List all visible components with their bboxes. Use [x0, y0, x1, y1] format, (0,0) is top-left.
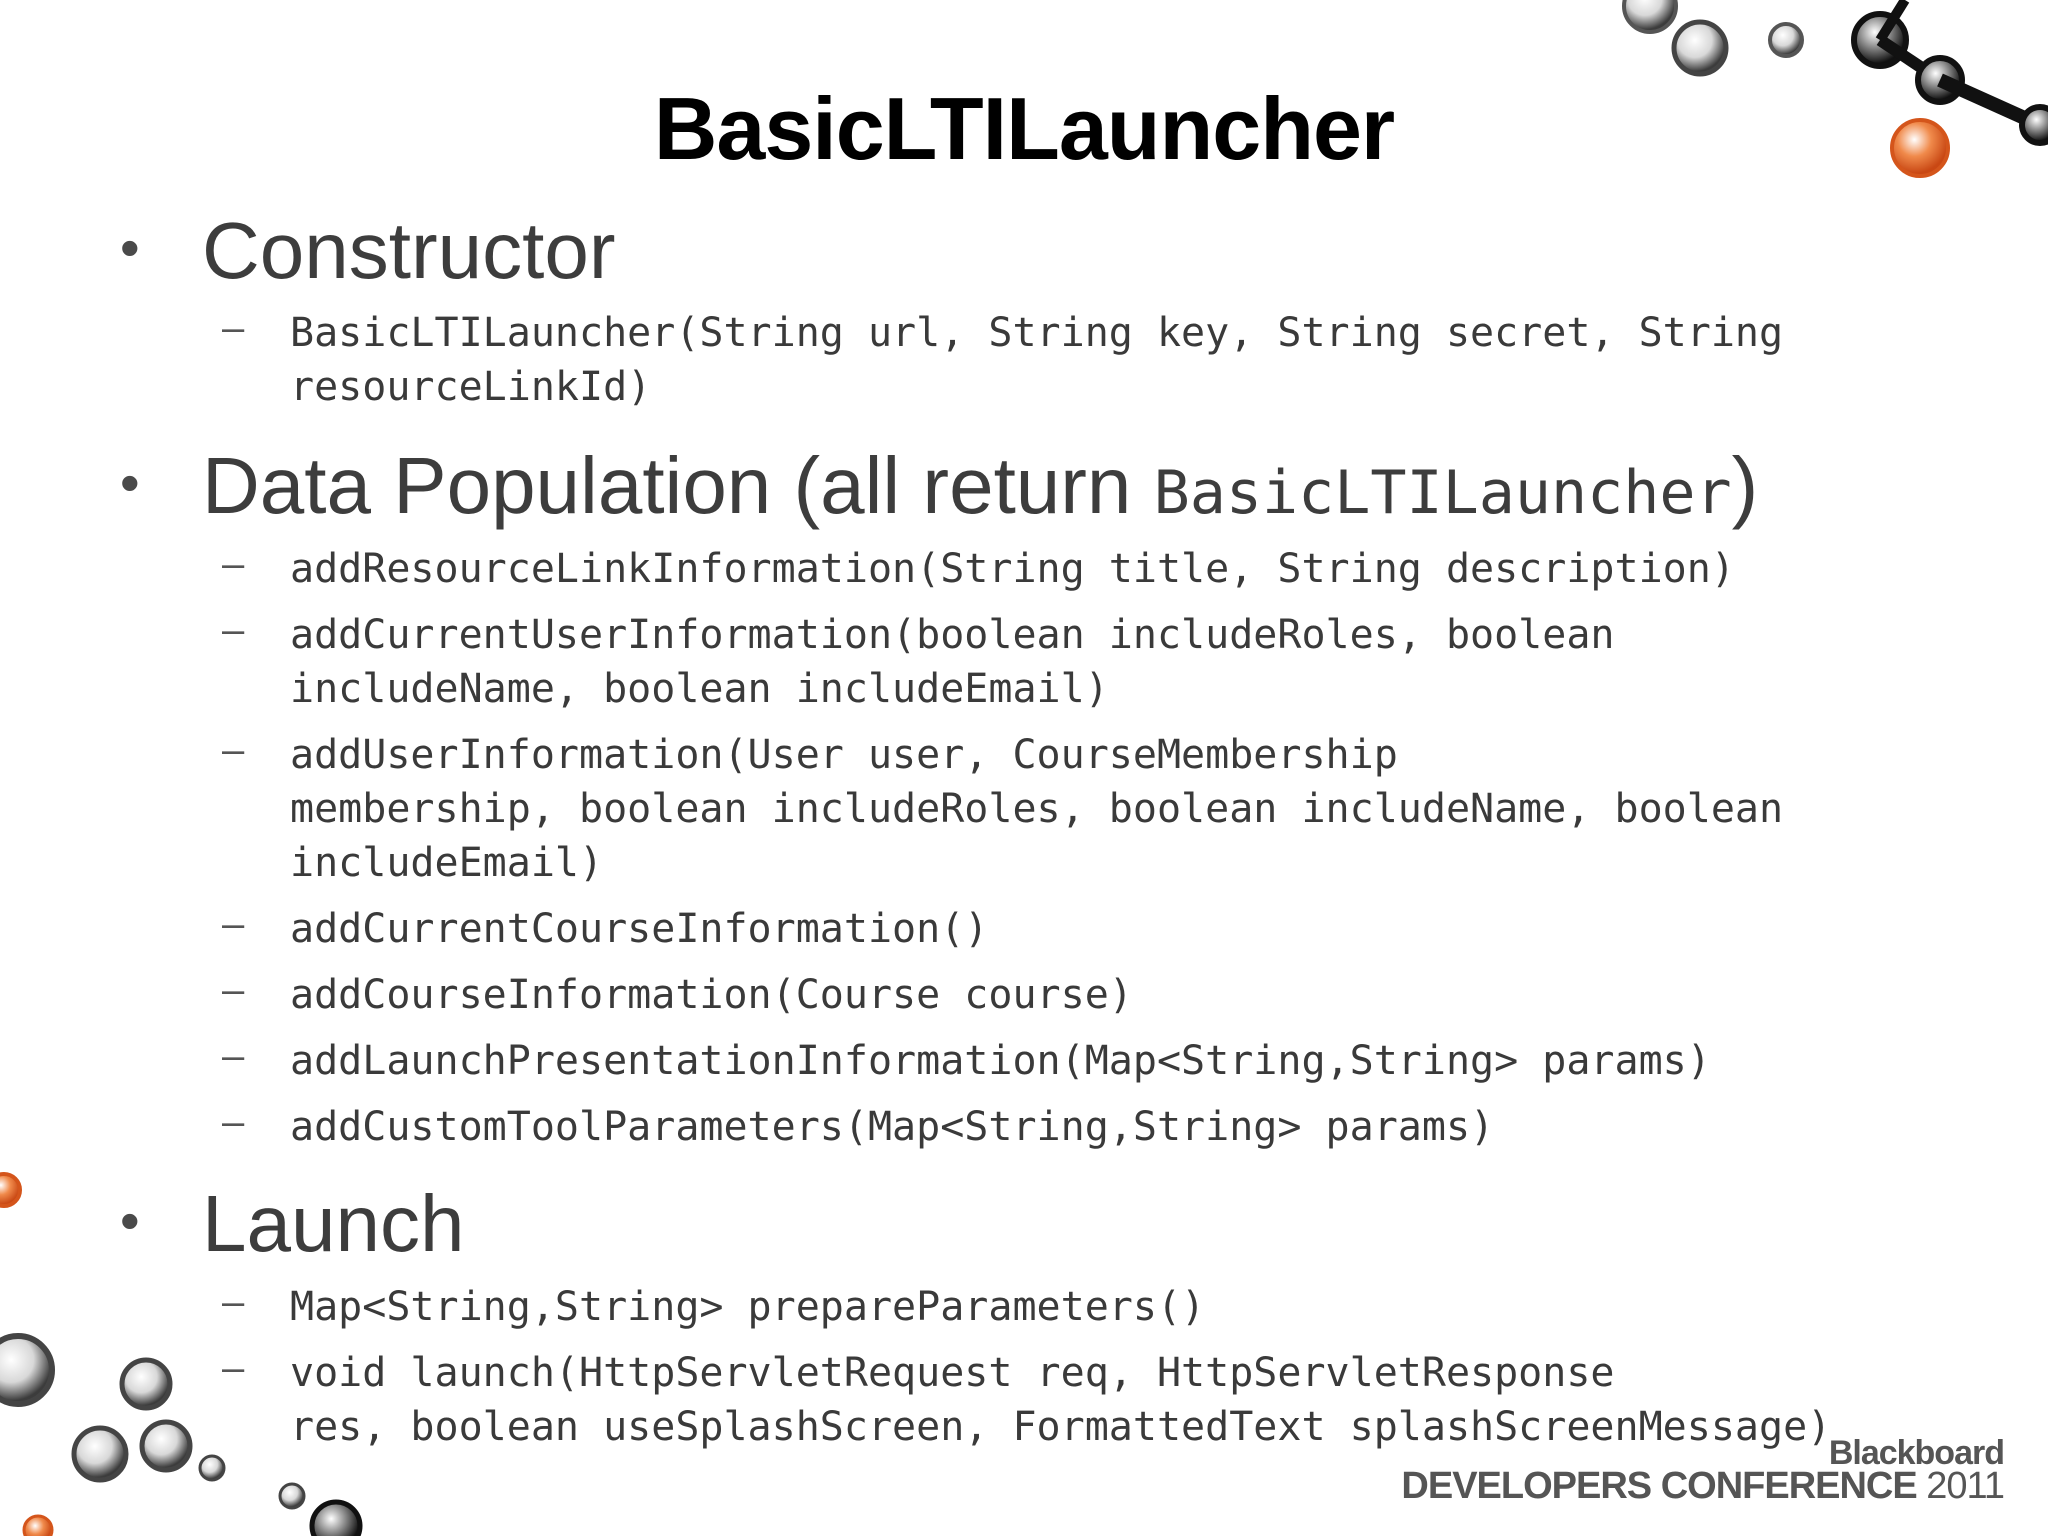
code-signature: addCurrentUserInformation(boolean includ… — [290, 612, 1615, 712]
section-heading: Data Population (all return BasicLTILaun… — [202, 441, 1759, 530]
bottom-left-bubbles — [0, 1172, 363, 1536]
dash-icon: – — [222, 608, 245, 652]
dash-icon: – — [222, 542, 245, 586]
code-signature: addLaunchPresentationInformation(Map<Str… — [290, 1038, 1711, 1084]
code-signature: addCustomToolParameters(Map<String,Strin… — [290, 1104, 1495, 1150]
dash-icon: – — [222, 1034, 245, 1078]
conference-logo: Blackboard DEVELOPERS CONFERENCE 2011 — [1401, 1434, 2005, 1508]
dash-icon: – — [222, 306, 245, 350]
bullet-icon: • — [120, 216, 140, 279]
code-signature: addCurrentCourseInformation() — [290, 906, 989, 952]
bullet-icon: • — [120, 451, 140, 514]
dash-icon: – — [222, 968, 245, 1012]
dash-icon: – — [222, 1280, 245, 1324]
dash-icon: – — [222, 1100, 245, 1144]
slide-title: BasicLTILauncher — [653, 79, 1395, 178]
section-heading: Constructor — [202, 206, 616, 295]
bullet-icon: • — [120, 1189, 140, 1252]
brand-name: Blackboard — [1828, 1434, 2005, 1472]
dash-icon: – — [222, 1346, 245, 1390]
code-signature: addUserInformation(User user, CourseMemb… — [290, 732, 1784, 886]
code-signature: addCourseInformation(Course course) — [290, 972, 1133, 1018]
dash-icon: – — [222, 728, 245, 772]
dash-icon: – — [222, 902, 245, 946]
top-right-bubbles — [1622, 0, 2048, 178]
section-heading: Launch — [202, 1179, 465, 1268]
code-signature: BasicLTILauncher(String url, String key,… — [290, 310, 1784, 410]
brand-event: DEVELOPERS CONFERENCE 2011 — [1401, 1465, 2005, 1507]
code-signature: void launch(HttpServletRequest req, Http… — [290, 1350, 1832, 1450]
code-signature: Map<String,String> prepareParameters() — [290, 1284, 1206, 1330]
section-heading-code: BasicLTILauncher — [1153, 458, 1732, 528]
brand-year: 2011 — [1926, 1465, 2005, 1507]
code-signature: addResourceLinkInformation(String title,… — [290, 546, 1735, 592]
